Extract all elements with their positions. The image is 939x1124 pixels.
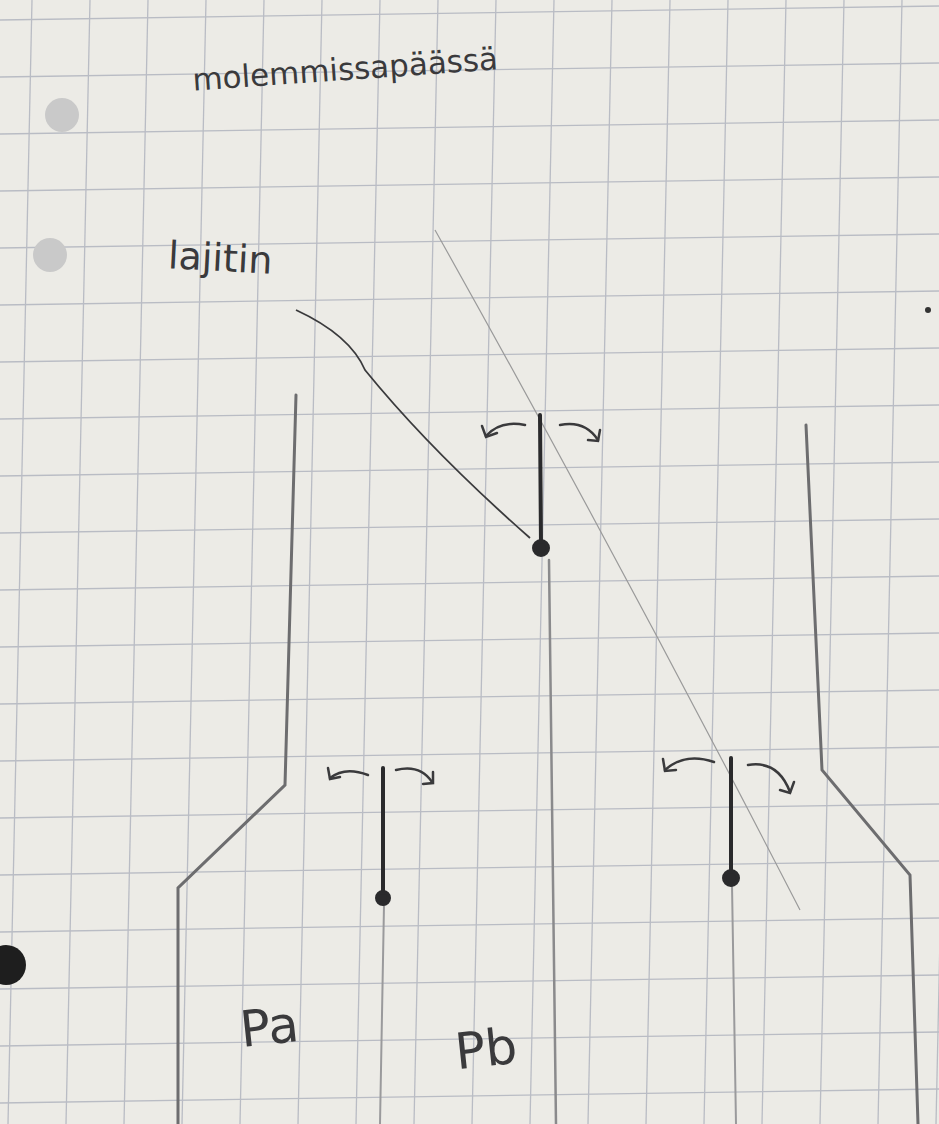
grid-line	[0, 462, 939, 476]
grid-line	[414, 0, 438, 1124]
grid-line	[0, 234, 939, 248]
grid-line	[0, 405, 939, 419]
stray-line	[435, 230, 800, 910]
part-label: lajitin	[167, 235, 274, 282]
grid-line	[530, 0, 554, 1124]
punch-hole	[0, 945, 26, 985]
grid-line	[646, 0, 670, 1124]
grid-line	[762, 0, 786, 1124]
note-text: molemmissapäässä	[191, 41, 499, 96]
grid-line	[878, 0, 902, 1124]
grid-line	[66, 0, 90, 1124]
grid-line	[0, 576, 939, 590]
grid-line	[0, 918, 939, 932]
grid-line	[356, 0, 380, 1124]
grid-line	[0, 291, 939, 305]
grid-line	[0, 6, 939, 20]
swing-arrow	[328, 424, 794, 793]
grid-line	[240, 0, 264, 1124]
grid-line	[0, 747, 939, 761]
grid-line	[704, 0, 728, 1124]
grid-line	[0, 177, 939, 191]
punch-hole	[33, 238, 67, 272]
dot	[925, 307, 931, 313]
walls	[178, 395, 918, 1124]
grid-line	[0, 1089, 939, 1103]
flap	[377, 415, 738, 904]
grid-line	[0, 120, 939, 134]
grid-line	[0, 519, 939, 533]
grid-line	[182, 0, 206, 1124]
grid-line	[0, 804, 939, 818]
grid-line	[298, 0, 322, 1124]
grid-line	[124, 0, 148, 1124]
output-label: Pa	[237, 997, 301, 1058]
punch-hole	[45, 98, 79, 132]
grid-line	[472, 0, 496, 1124]
grid-line	[0, 690, 939, 704]
grid-line	[820, 0, 844, 1124]
grid-line	[0, 348, 939, 362]
output-label: Pb	[452, 1019, 519, 1080]
grid-line	[0, 861, 939, 875]
grid-line	[0, 633, 939, 647]
grid-line	[936, 0, 939, 1124]
leader-line	[296, 310, 530, 538]
grid-line	[0, 975, 939, 989]
grid-line	[588, 0, 612, 1124]
